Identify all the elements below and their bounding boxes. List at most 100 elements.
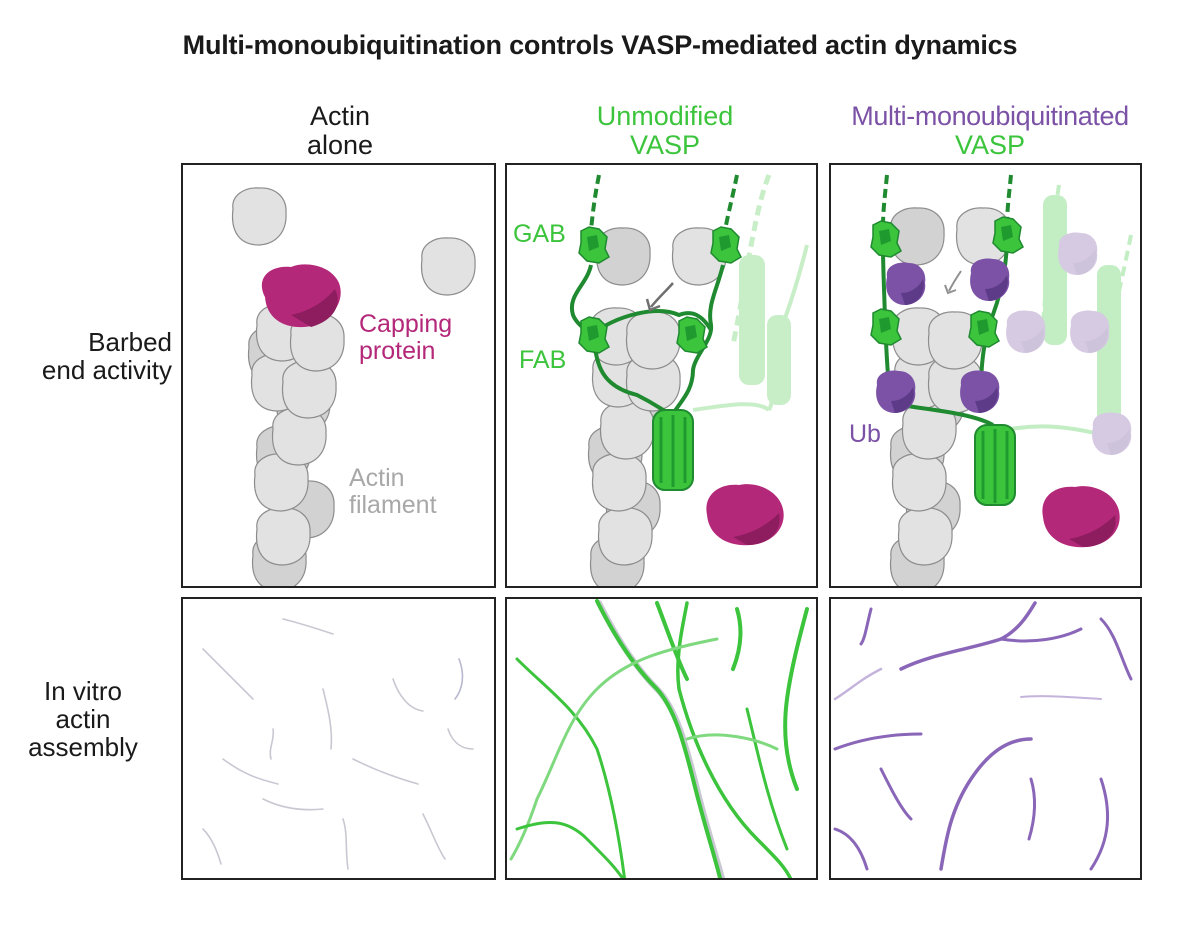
actin-filament-strand	[1089, 777, 1110, 871]
fab-label: FAB	[519, 346, 567, 374]
actin-filament-strand	[202, 828, 222, 865]
ubiquitin	[876, 370, 916, 413]
panel-unmodified-vasp-barbed-end: GAB FAB	[505, 163, 818, 588]
row-header-line: Barbed	[88, 327, 172, 357]
panel-ubiquitinated-vasp-barbed-end: Ub	[829, 163, 1142, 588]
panel-actin-alone-barbed-end: Capping protein Actin filament	[181, 163, 496, 588]
figure-title: Multi-monoubiquitination controls VASP-m…	[182, 30, 1018, 60]
ubiquitinated-vasp-assembly-image	[833, 601, 1133, 871]
column-header-line: Multi-monoubiquitinated	[851, 101, 1129, 131]
actin-subunit	[625, 311, 681, 370]
vasp-linker-dashed	[589, 174, 601, 231]
actin-filament-label-line: Actin	[349, 464, 405, 492]
vasp-linker-dashed	[723, 174, 739, 231]
actin-bundle	[515, 820, 625, 878]
column-header-line: Actin	[309, 101, 371, 131]
actin-filament-label-line: filament	[349, 491, 437, 519]
gab-domain	[710, 226, 742, 264]
actin-filament-strand	[879, 767, 913, 821]
actin-bundle	[731, 607, 743, 671]
panel-actin-alone-assembly	[181, 597, 496, 880]
actin-bundle	[515, 657, 626, 878]
actin-filament-strand	[1020, 695, 1102, 700]
ub-label: Ub	[849, 420, 881, 448]
capping-protein-label-line: protein	[359, 337, 436, 365]
background-ubiquitinated-vasp	[1004, 184, 1133, 455]
column-header-line: VASP	[629, 130, 701, 160]
actin-filament-strand	[899, 601, 1037, 671]
actin-alone-illustration	[231, 187, 476, 586]
binding-arrow-head	[944, 284, 957, 295]
vasp-tetramerization-domain	[974, 424, 1016, 506]
actin-filament-strand	[222, 758, 279, 785]
actin-filament-strand	[269, 728, 275, 760]
actin-filament-strand	[202, 648, 254, 700]
row-header-line: assembly	[28, 732, 138, 762]
unmodified-vasp-illustration	[569, 174, 809, 586]
vasp-tetramerization-domain	[652, 409, 694, 491]
actin-bundle	[655, 601, 689, 681]
fab-domain	[676, 316, 708, 354]
binding-arrow	[948, 270, 962, 292]
background-vasp	[692, 174, 809, 412]
binding-arrow	[650, 282, 674, 308]
actin-bundle	[745, 707, 789, 851]
capping-protein	[706, 484, 784, 546]
capping-protein-label-line: Capping	[359, 310, 453, 338]
free-actin-monomer	[231, 187, 287, 246]
ubiquitin	[960, 370, 1000, 413]
actin-subunit	[591, 453, 647, 512]
vasp-linker-dashed	[881, 174, 889, 228]
actin-filament-strand	[322, 688, 333, 750]
actin-subunit	[897, 507, 953, 566]
gab-label: GAB	[513, 220, 566, 248]
actin-subunit	[891, 453, 947, 512]
binding-arrow-head	[645, 298, 661, 312]
unmodified-vasp-assembly-image	[509, 599, 809, 878]
actin-filament-strand	[282, 618, 334, 635]
column-header-ubiquitinated-vasp: Multi-monoubiquitinated VASP	[820, 102, 1160, 160]
ubiquitin	[886, 262, 926, 305]
actin-filament-strand	[392, 678, 424, 712]
gab-domain	[992, 216, 1024, 254]
ubiquitin	[970, 258, 1010, 301]
panel-unmodified-vasp-assembly	[505, 597, 818, 880]
row-header-in-vitro: In vitro actin assembly	[0, 677, 166, 761]
column-header-line: alone	[306, 130, 374, 160]
actin-alone-assembly-image	[202, 618, 474, 870]
actin-filament-strand	[999, 627, 1083, 643]
actin-filament-label: Actin filament	[349, 465, 437, 519]
actin-filament-strand	[352, 758, 419, 785]
column-header-line: VASP	[954, 130, 1026, 160]
actin-bundle	[595, 599, 723, 878]
ubiquitinated-vasp-illustration	[870, 174, 1133, 586]
row-header-line: actin	[55, 704, 111, 734]
fab-domain	[870, 308, 902, 346]
actin-filament-strand	[833, 667, 883, 701]
actin-filament-strand	[833, 827, 869, 871]
actin-filament-strand	[1099, 617, 1133, 681]
free-actin-monomer	[420, 237, 476, 296]
actin-filament-strand	[859, 607, 873, 646]
actin-filament-strand	[262, 798, 324, 811]
capping-protein	[261, 264, 341, 328]
row-header-barbed-end: Barbed end activity	[0, 328, 172, 384]
actin-bundle	[685, 733, 779, 751]
column-header-unmodified-vasp: Unmodified VASP	[545, 102, 785, 160]
actin-filament-strand	[833, 732, 923, 751]
actin-filament-strand	[422, 813, 446, 860]
column-header-line: Unmodified	[596, 101, 734, 131]
row-header-line: end activity	[41, 355, 172, 385]
actin-bundle	[509, 637, 719, 861]
actin-filament-strand	[454, 658, 464, 700]
actin-filament-strand	[342, 818, 349, 870]
panel-ubiquitinated-vasp-assembly	[829, 597, 1142, 880]
fab-domain	[968, 310, 1000, 348]
vasp-linker	[589, 309, 713, 337]
capping-protein	[1042, 486, 1120, 548]
capping-protein-label: Capping protein	[359, 311, 452, 365]
row-header-line: In vitro	[43, 676, 123, 706]
actin-filament-strand	[939, 737, 1033, 871]
actin-subunit	[255, 507, 311, 566]
column-header-actin-alone: Actin alone	[240, 102, 440, 160]
